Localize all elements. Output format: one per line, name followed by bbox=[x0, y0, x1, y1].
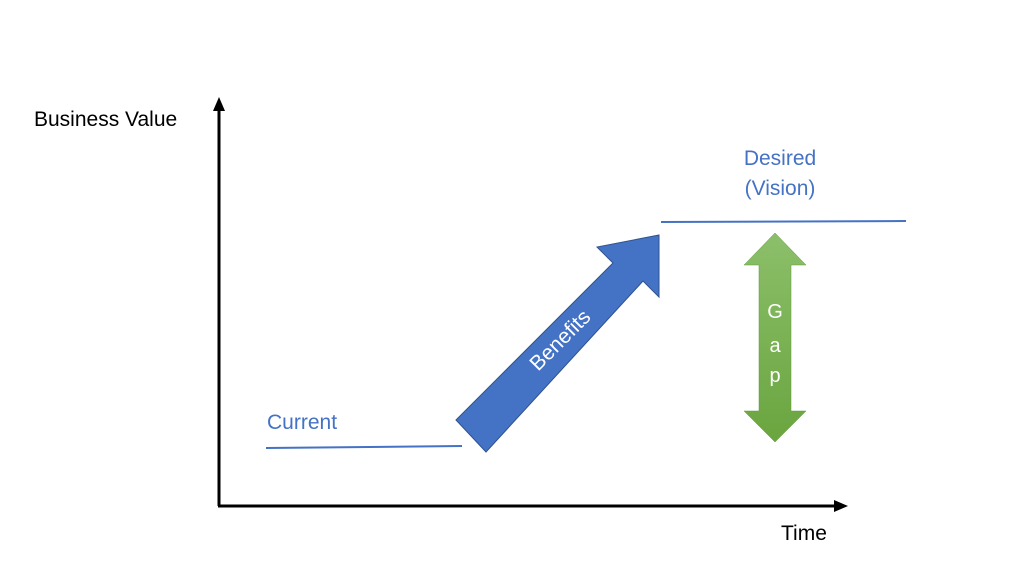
desired-label-line2: (Vision) bbox=[744, 177, 816, 200]
benefits-arrow-shape bbox=[455, 234, 660, 453]
x-axis-label: Time bbox=[781, 522, 827, 545]
gap-letter-a: a bbox=[769, 335, 781, 357]
y-axis bbox=[213, 97, 225, 506]
current-level-line bbox=[265, 445, 463, 449]
x-axis bbox=[218, 500, 848, 512]
desired-level-line bbox=[660, 220, 907, 223]
desired-label-line1: Desired bbox=[743, 147, 817, 170]
gap-arrow-shape bbox=[743, 232, 807, 443]
x-axis-arrowhead-icon bbox=[834, 500, 848, 512]
desired-level-label: Desired (Vision) bbox=[700, 144, 860, 204]
gap-arrow: G a p bbox=[743, 232, 807, 443]
gap-letter-p: p bbox=[769, 365, 780, 387]
benefits-arrow: Benefits bbox=[455, 234, 660, 453]
current-level-label: Current bbox=[267, 411, 338, 434]
y-axis-arrowhead-icon bbox=[213, 97, 225, 111]
y-axis-label: Business Value bbox=[34, 108, 178, 131]
gap-letter-g: G bbox=[767, 301, 783, 323]
